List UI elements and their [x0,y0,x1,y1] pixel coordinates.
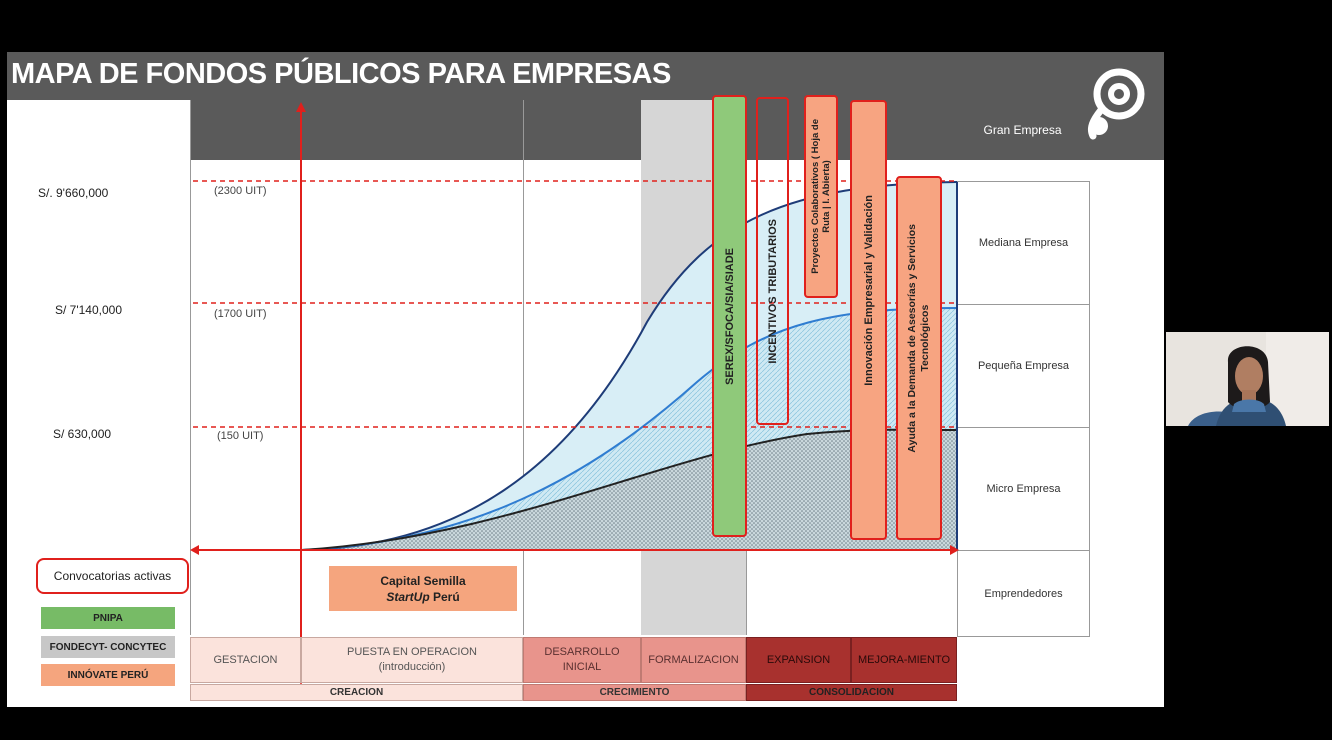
category-pequena-empresa: Pequeña Empresa [957,304,1090,428]
uit-label: (2300 UIT) [214,185,267,197]
capital-semilla-line2: StartUp Perú [386,589,460,604]
phase-formalizacion: FORMALIZACION [641,637,746,683]
legend-fondecyt: FONDECYT- CONCYTEC [41,636,175,658]
phase-mejoramiento: MEJORA-MIENTO [851,637,957,683]
pequena-curve [301,307,958,551]
category-emprendedores: Emprendedores [957,550,1090,637]
axis-arrow-up [296,102,306,112]
webcam-video [1166,332,1329,426]
program-label: Ayuda a la Demanda de Asesorías y Servic… [906,223,931,453]
category-label: Emprendedores [984,587,1063,600]
program-label: Innovación Empresarial y Validación [862,194,875,386]
phase-puesta-en-operacion: PUESTA EN OPERACION(introducción) [301,637,523,683]
category-gran-empresa: Gran Empresa [957,100,1088,160]
stage-crecimiento: CRECIMIENTO [523,684,746,701]
uit-label: (1700 UIT) [214,308,267,320]
category-label: Pequeña Empresa [977,360,1070,372]
money-level-2300: S/. 9'660,000 [38,186,109,200]
category-label: Gran Empresa [983,123,1062,137]
micro-area [302,429,957,550]
capital-semilla-box: Capital Semilla StartUp Perú [329,566,517,611]
convocatorias-activas-box: Convocatorias activas [36,558,189,594]
title-bar: MAPA DE FONDOS PÚBLICOS PARA EMPRESAS [7,52,1164,100]
money-level-1700: S/ 7'140,000 [55,303,123,317]
program-incentivos-box: INCENTIVOS TRIBUTARIOS [756,97,789,425]
uit-label: (150 UIT) [217,430,264,442]
presentation-slide: MAPA DE FONDOS PÚBLICOS PARA EMPRESAS S/… [7,52,1164,707]
program-innovacion-box: Innovación Empresarial y Validación [850,100,887,540]
legend-innovate: INNÓVATE PERÚ [41,664,175,686]
program-label: INCENTIVOS TRIBUTARIOS [766,218,779,364]
stage-creacion: CREACION [190,684,523,701]
program-serex-box: SEREX/SFOCA/SIA/SIADE [712,95,747,537]
money-level-150: S/ 630,000 [53,427,112,441]
axis-arrow-left [190,545,199,555]
grid-line [190,100,191,635]
program-ayuda-demanda-box: Ayuda a la Demanda de Asesorías y Servic… [896,176,942,540]
program-label: SEREX/SFOCA/SIA/SIADE [723,247,736,385]
stage-consolidacion: CONSOLIDACION [746,684,957,701]
phase-expansion: EXPANSION [746,637,851,683]
growth-curves-chart [190,102,959,685]
grid-line [523,100,524,635]
axis-arrow-right [950,545,959,555]
category-label: Mediana Empresa [978,237,1069,249]
capital-semilla-line1: Capital Semilla [380,573,466,588]
legend-pnipa: PNIPA [41,607,175,629]
webcam-person [1166,332,1329,426]
phase-gestacion: GESTACION [190,637,301,683]
page-title: MAPA DE FONDOS PÚBLICOS PARA EMPRESAS [11,58,671,90]
category-label: Micro Empresa [986,483,1061,495]
convocatorias-label: Convocatorias activas [53,569,172,583]
p-logo-icon [1087,68,1145,140]
category-mediana-empresa: Mediana Empresa [957,181,1090,305]
